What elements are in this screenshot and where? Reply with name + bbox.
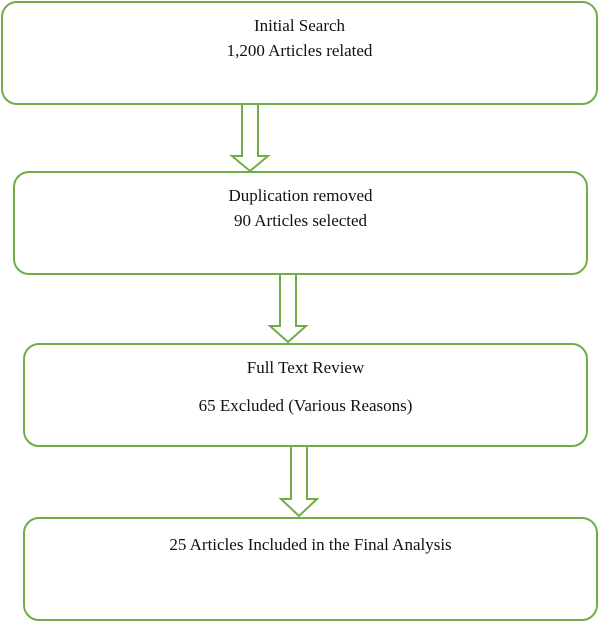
step-final-analysis: 25 Articles Included in the Final Analys…: [23, 517, 598, 621]
step-title: Full Text Review: [246, 358, 365, 377]
step-title: 25 Articles Included in the Final Analys…: [169, 535, 452, 554]
step-detail: 90 Articles selected: [233, 211, 368, 230]
step-title: Duplication removed: [228, 186, 373, 205]
step-duplication-removed: Duplication removed 90 Articles selected: [13, 171, 588, 275]
step-detail: 1,200 Articles related: [226, 41, 373, 60]
down-arrow-icon: [278, 447, 320, 518]
step-detail: 65 Excluded (Various Reasons): [198, 396, 413, 415]
step-initial-search: Initial Search 1,200 Articles related: [1, 1, 598, 105]
down-arrow-icon: [229, 105, 271, 173]
step-title: Initial Search: [253, 16, 346, 35]
down-arrow-icon: [267, 275, 309, 344]
step-full-text-review: Full Text Review 65 Excluded (Various Re…: [23, 343, 588, 447]
